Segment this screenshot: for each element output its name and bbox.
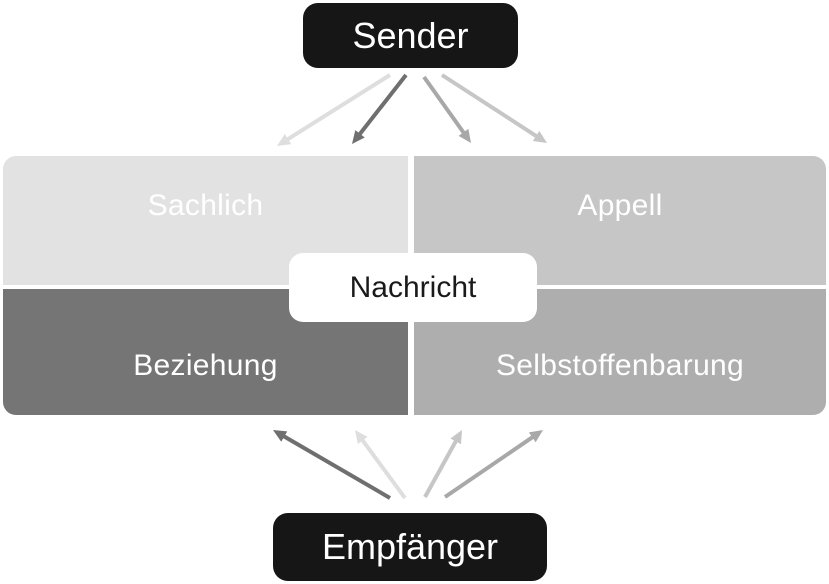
quadrant-selbstoffenbarung-label: Selbstoffenbarung <box>495 349 745 382</box>
sender-to-sachlich <box>277 73 392 146</box>
receiver-box: Empfänger <box>273 513 547 581</box>
receiver-to-sachlich <box>355 430 407 500</box>
quadrant-sachlich-label: Sachlich <box>147 188 264 222</box>
sender-to-selbstoffenbarung <box>422 75 471 143</box>
sender-label: Sender <box>352 14 469 56</box>
message-box: Nachricht <box>289 253 537 322</box>
quadrant-appell-label: Appell <box>577 188 663 222</box>
sender-to-beziehung <box>352 73 408 144</box>
quadrant-beziehung-label: Beziehung <box>133 349 278 382</box>
receiver-to-selbstoffenbarung <box>443 430 543 499</box>
sender-to-appell <box>440 73 547 143</box>
quadrant-beziehung: Beziehung <box>3 289 408 415</box>
quadrants-grid: Sachlich Appell Beziehung Selbstoffenbar… <box>3 156 826 415</box>
receiver-label: Empfänger <box>321 526 499 567</box>
receiver-to-appell <box>423 430 462 498</box>
receiver-to-beziehung <box>273 430 392 500</box>
sender-box: Sender <box>303 3 518 68</box>
message-label: Nachricht <box>349 270 477 304</box>
